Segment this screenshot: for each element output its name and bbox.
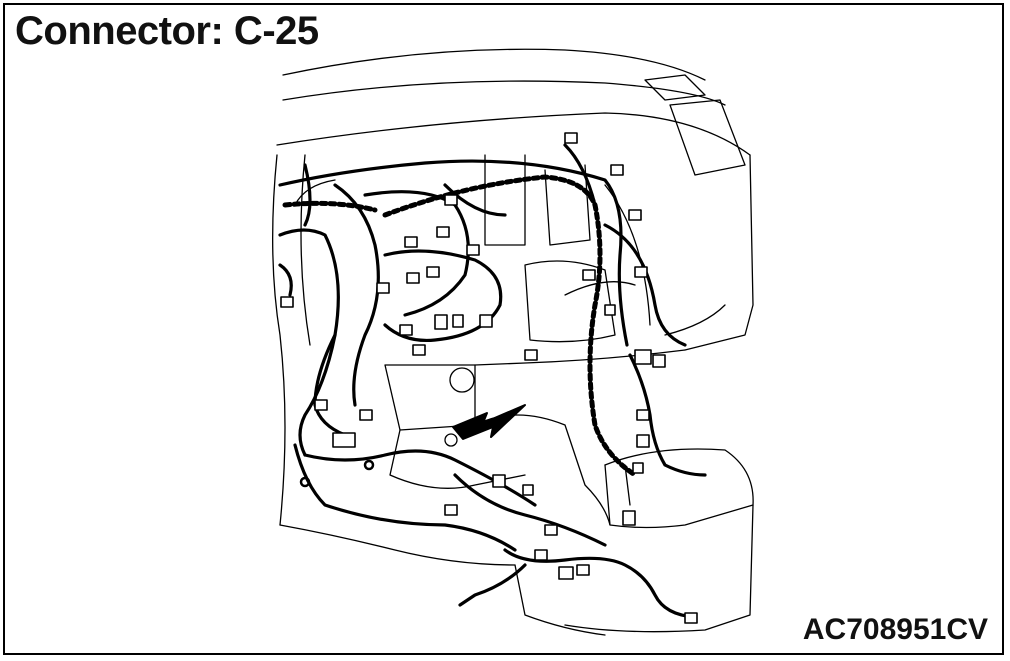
location-arrow — [452, 404, 526, 440]
connectors — [280, 132, 698, 624]
dashboard-wiring-illustration — [272, 48, 754, 636]
diagram-frame: Connector: C-25 — [3, 3, 1004, 655]
diagram-title: Connector: C-25 — [15, 9, 319, 53]
dashed-harness — [282, 174, 638, 478]
ground-terminals — [299, 459, 375, 488]
wiring-harness — [278, 143, 707, 619]
figure-code: AC708951CV — [802, 613, 988, 646]
